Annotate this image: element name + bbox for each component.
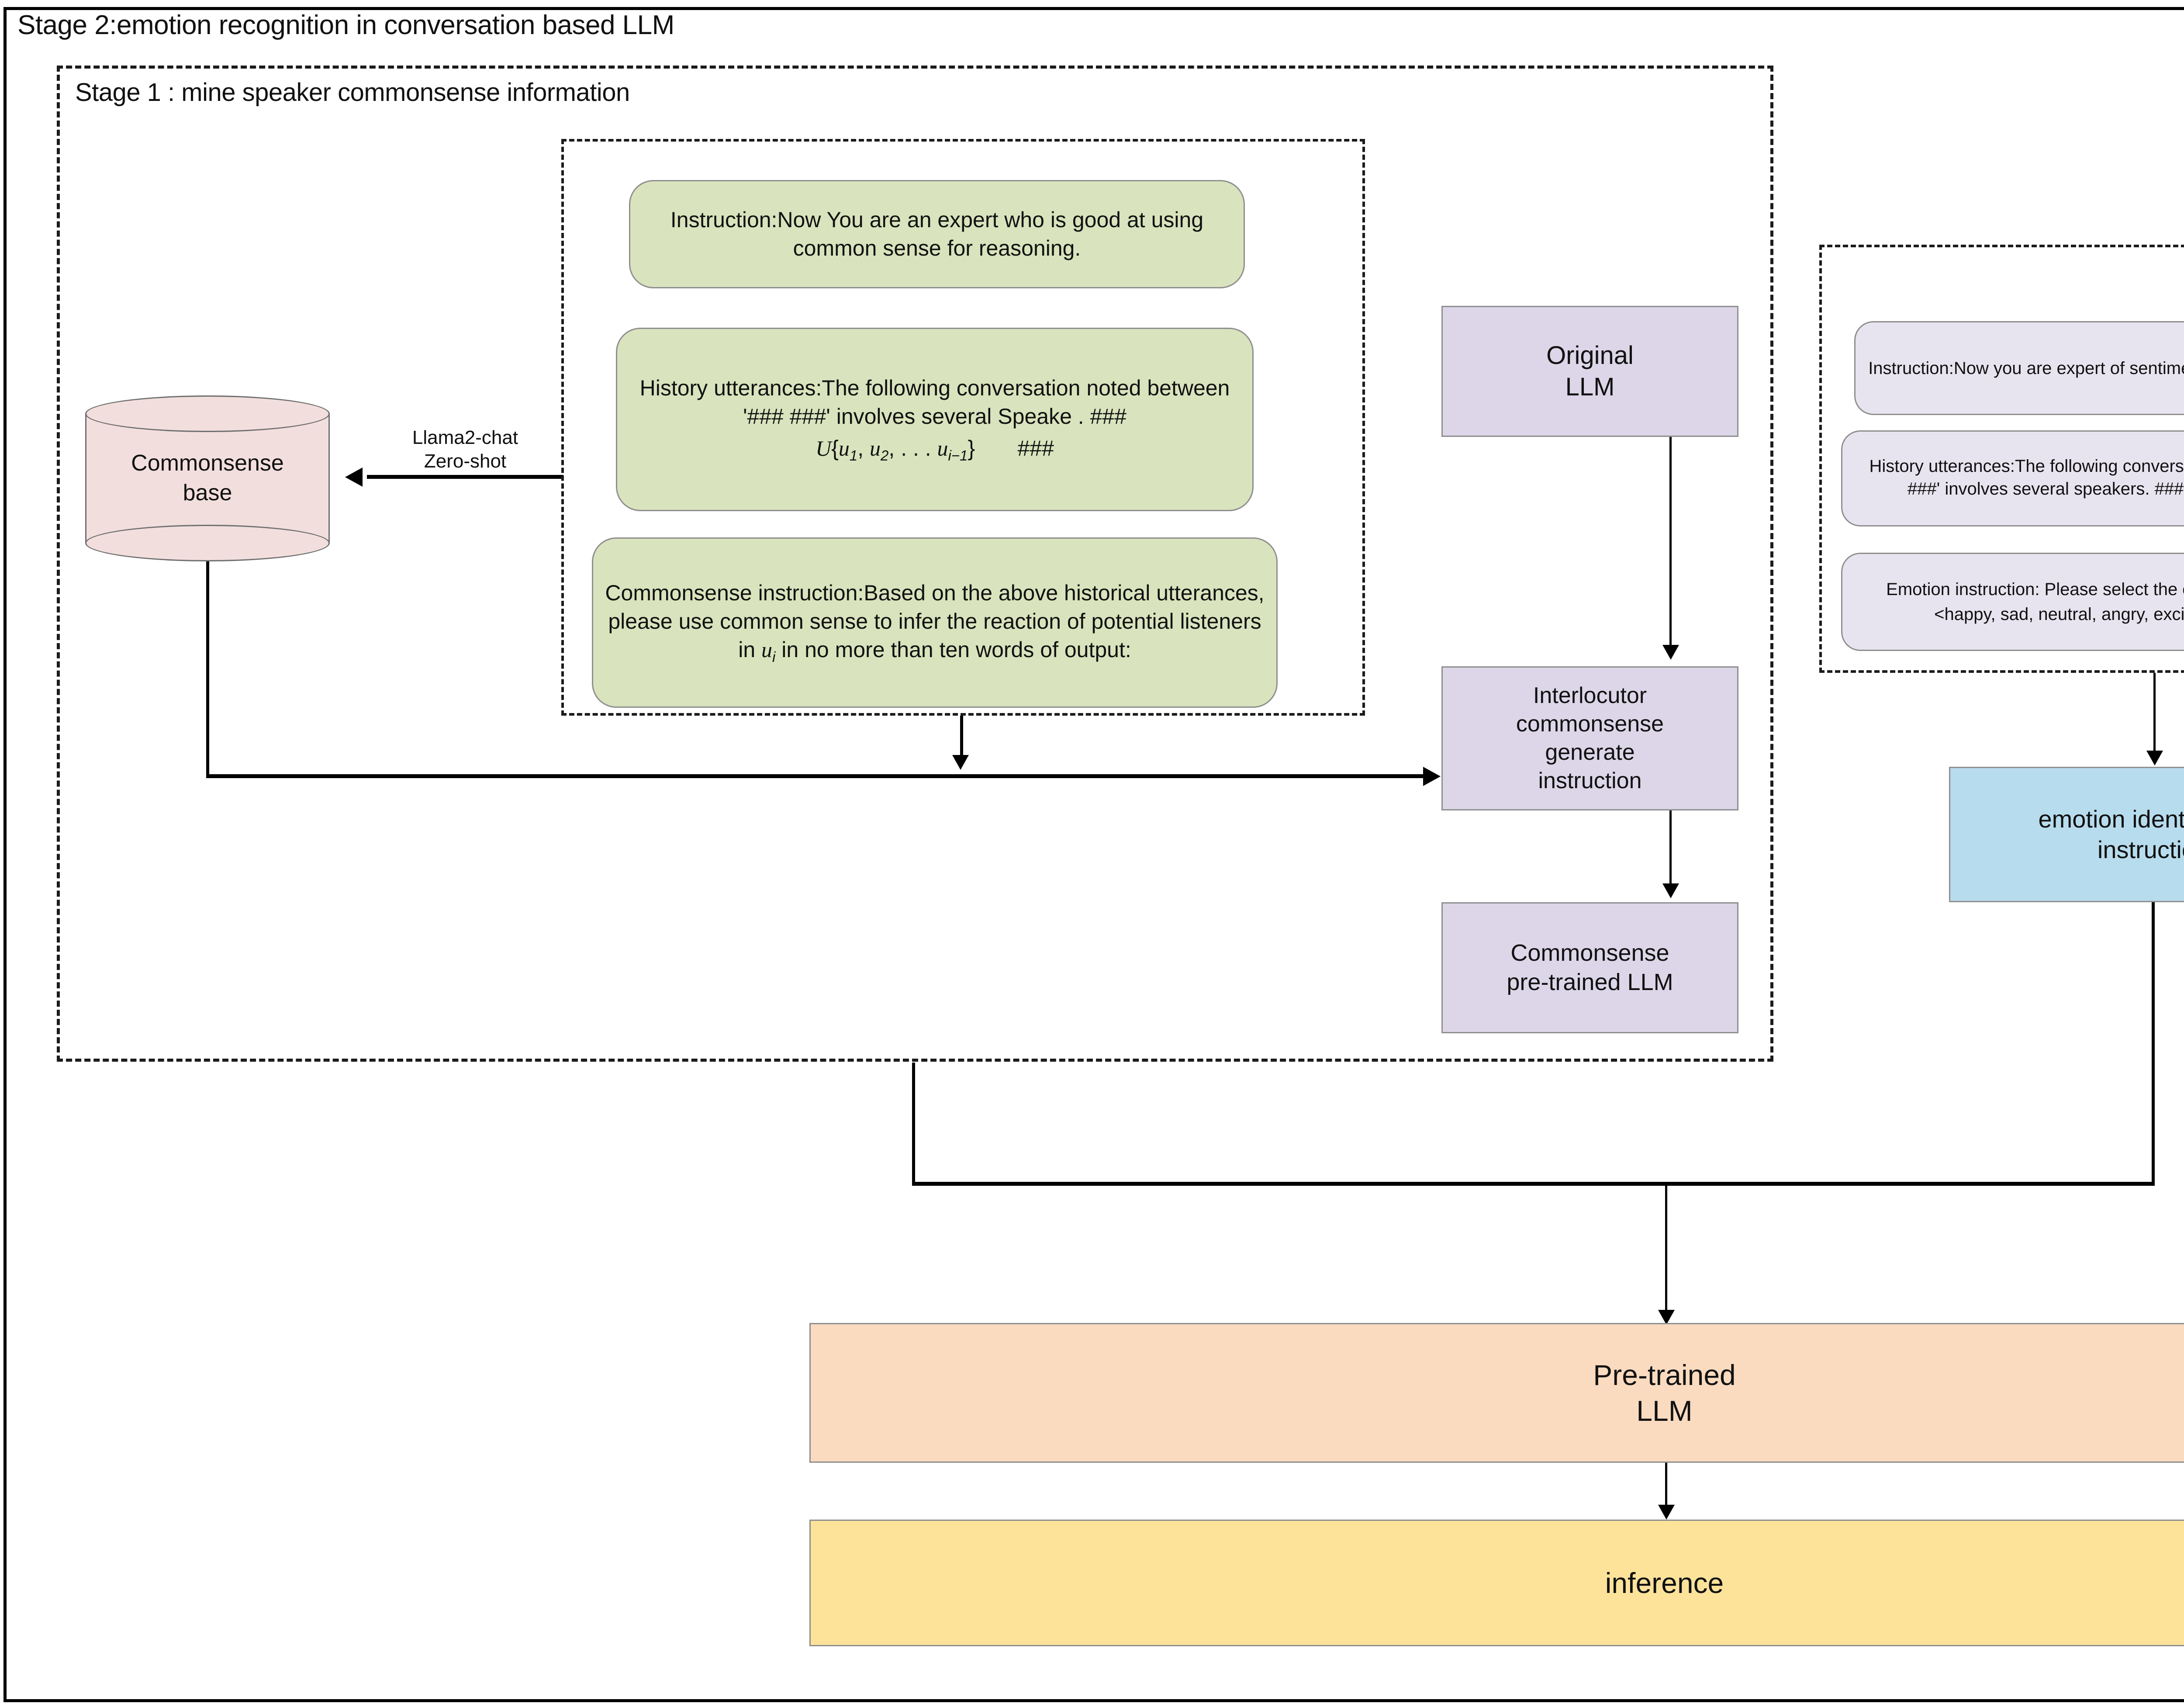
interlocutor-to-pretrained-arrowhead	[1662, 883, 1679, 898]
green-group-arrowhead	[952, 755, 969, 770]
llama-edge-line	[367, 475, 563, 479]
stage2-title: Stage 2:emotion recognition in conversat…	[17, 10, 674, 40]
emotion-merge-vline	[2152, 902, 2155, 1185]
purple-pill-emotion-instruction[interactable]: Emotion instruction: Please select the e…	[1841, 553, 2184, 651]
green-group-to-interlocutor-vline	[960, 716, 963, 759]
green-pill-instruction-text: Instruction:Now You are an expert who is…	[670, 208, 1204, 260]
base-to-interlocutor-hline	[206, 774, 1425, 778]
node-inference[interactable]: inference	[809, 1520, 2184, 1646]
green-pill-instruction[interactable]: Instruction:Now You are an expert who is…	[629, 180, 1245, 288]
green-pill-commonsense-instruction-text: Commonsense instruction:Based on the abo…	[605, 580, 1265, 665]
merge-to-pretrained-arrowhead	[1658, 1310, 1675, 1325]
purple-pill-instruction[interactable]: Instruction:Now you are expert of sentim…	[1854, 321, 2184, 415]
green-prompt-group	[561, 139, 1365, 716]
original-to-interlocutor-line	[1669, 437, 1672, 651]
purple-pill-instruction-text: Instruction:Now you are expert of sentim…	[1868, 358, 2184, 378]
green-pill-history-text: History utterances:The following convers…	[639, 375, 1230, 429]
purple-group-to-emotion-line	[2153, 673, 2156, 756]
interlocutor-to-pretrained-line	[1669, 810, 1672, 889]
merge-to-pretrained-line	[1665, 1185, 1667, 1316]
purple-prompt-group	[1819, 245, 2184, 673]
node-emotion-identification-instruction[interactable]: emotion identificationinstruction	[1949, 767, 2184, 902]
cylinder-body	[85, 414, 330, 543]
green-pill-history-tail: ###	[1017, 436, 1054, 461]
stage1-dashed-frame	[57, 66, 1773, 1062]
stage1-merge-vline	[912, 1063, 915, 1185]
stage1-title: Stage 1 : mine speaker commonsense infor…	[75, 78, 630, 107]
purple-pill-emotion-instruction-text: Emotion instruction: Please select the e…	[1886, 580, 2184, 624]
green-pill-commonsense-instruction[interactable]: Commonsense instruction:Based on the abo…	[592, 537, 1278, 708]
merge-hline	[912, 1182, 2155, 1186]
green-pill-history[interactable]: History utterances:The following convers…	[616, 328, 1254, 511]
llama-edge-arrowhead	[345, 467, 363, 487]
pretrained-to-inference-line	[1665, 1463, 1667, 1511]
base-to-interlocutor-arrowhead	[1423, 767, 1441, 786]
original-to-interlocutor-arrowhead	[1662, 645, 1679, 660]
green-pill-history-formula: U{u1, u2, . . . ui−1} ###	[816, 436, 1054, 464]
base-to-interlocutor-vline	[206, 561, 209, 778]
pretrained-to-inference-arrowhead	[1658, 1505, 1675, 1520]
cylinder-bottom-ellipse	[85, 525, 330, 561]
purple-pill-history-text: History utterances:The following convers…	[1869, 456, 2184, 499]
purple-group-arrowhead	[2146, 751, 2163, 765]
cylinder-top-ellipse	[85, 395, 330, 432]
purple-pill-history[interactable]: History utterances:The following convers…	[1841, 430, 2184, 526]
